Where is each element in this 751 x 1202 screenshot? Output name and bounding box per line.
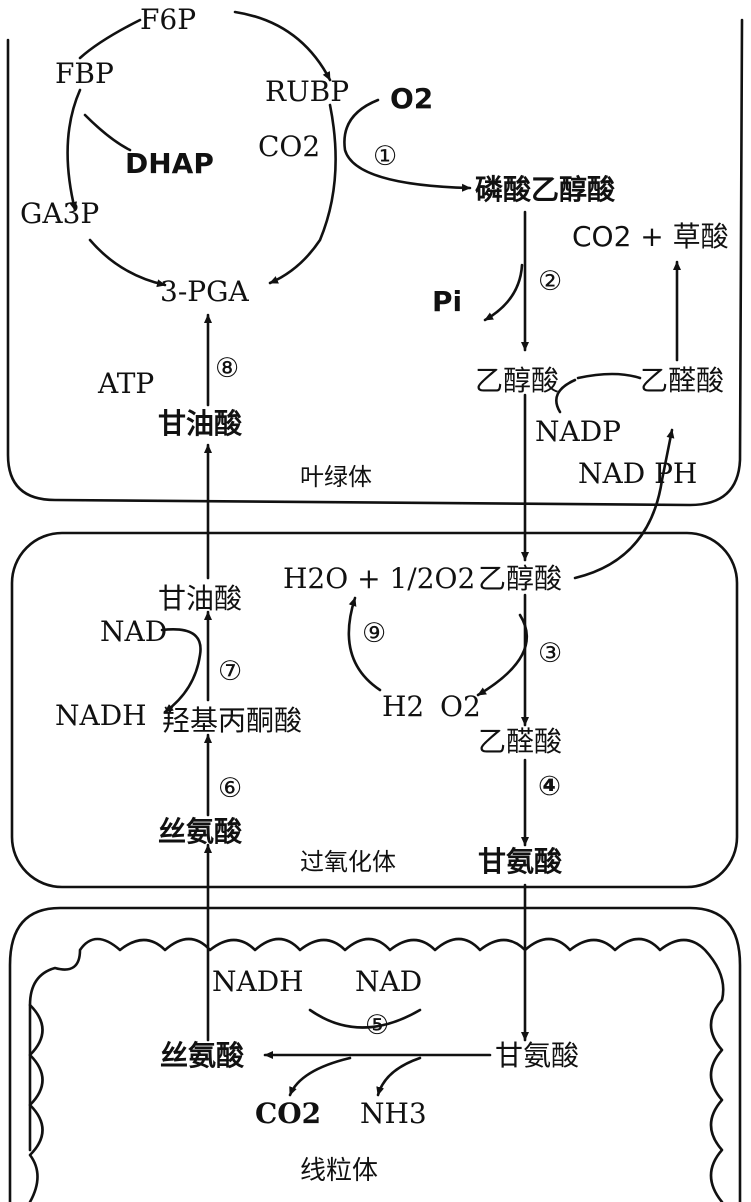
arrow-peroxisome-glycolate-to-glyoxylate-chloro [573,428,675,580]
glyoxylate-perox-label: 乙醛酸 [478,725,563,758]
hydroxypyruvate-label: 羟基丙酮酸 [162,704,303,737]
arrow-h2-to-h2o [347,596,382,692]
glycerate-perox-label: 甘油酸 [158,582,243,615]
arrow-nad-loop [160,628,202,714]
h2-label: H2 [382,690,425,723]
arrow-nh3-release [376,1056,422,1097]
arrow-o2-to-phosphoglycolate [343,98,472,192]
nadp-label: NADP [535,415,622,448]
step-8: ⑧ [215,353,240,384]
glycine-perox-label: 甘氨酸 [478,845,563,878]
ga3p-label: GA3P [20,197,100,230]
step-3: ③ [538,638,563,669]
atp-label: ATP [98,367,155,400]
nad-mito-label: NAD [355,965,423,998]
step-4: ④ [538,771,561,802]
mitochondrion-cristae-left [28,1003,44,1202]
serine-mito-label: 丝氨酸 [160,1039,245,1072]
glyoxylate-chloro-label: 乙醛酸 [640,364,725,397]
phosphoglycolate-label: 磷酸乙醇酸 [475,173,616,206]
chloroplast-membrane [6,18,744,507]
peroxisome-label: 过氧化体 [300,848,396,876]
nh3-mito-label: NH3 [360,1097,427,1130]
mitochondrion-label: 线粒体 [300,1156,379,1186]
nad-perox-label: NAD [100,615,168,648]
mitochondrion-outer-membrane [8,906,742,1202]
co2-calvin-label: CO2 [258,130,321,163]
dhap-label: DHAP [125,147,214,180]
co2-mito-label: CO2 [255,1097,322,1130]
calvin-cycle-arc-top [233,10,332,82]
arrow-nadp-loop [555,378,577,414]
chloroplast-label: 叶绿体 [300,463,372,491]
arrow-nadh-nad [308,1008,422,1029]
glycolate-perox-label: 乙醇酸 [478,562,563,595]
h2o-o2-label: H2O + 1/2O2 [283,562,476,595]
arrow-pi-release [483,263,524,322]
pi-label: Pi [432,285,463,318]
mitochondrion-cristae [28,937,725,1202]
glycine-mito-label: 甘氨酸 [495,1039,580,1072]
arrow-co2-release [288,1056,352,1097]
calvin-cycle-arc-bottom-left [88,238,167,288]
calvin-cycle-arc-right [268,103,337,285]
step-9: ⑨ [362,618,387,649]
o2-perox-label: O2 [440,690,481,723]
step-6: ⑥ [218,773,243,804]
arrow-o2-consumed [476,613,529,697]
step-1: ① [373,141,398,172]
o2-label: O2 [390,82,434,115]
calvin-cycle-arc-f6p-fbp [78,18,142,60]
calvin-dhap-branch [83,113,132,152]
arrow-glycolate-to-glyoxylate [576,372,642,380]
step-5: ⑤ [365,1010,390,1041]
nadh-mito-label: NADH [212,965,304,998]
glycolate-chloro-label: 乙醇酸 [475,364,560,397]
step-7: ⑦ [218,656,243,687]
co2-oxalate-label: CO2 + 草酸 [572,220,729,253]
serine-perox-label: 丝氨酸 [158,815,243,848]
step-2: ② [538,266,563,297]
fbp-label: FBP [55,57,114,90]
calvin-cycle-arc-left [66,88,82,212]
3pga-label: 3-PGA [160,275,249,308]
peroxisome-membrane [10,531,739,889]
glycerate-chloro-label: 甘油酸 [158,407,243,440]
f6p-label: F6P [140,3,197,36]
nadph-label: NAD PH [578,457,698,490]
nadh-perox-label: NADH [55,699,147,732]
rubp-label: RUBP [265,75,350,108]
